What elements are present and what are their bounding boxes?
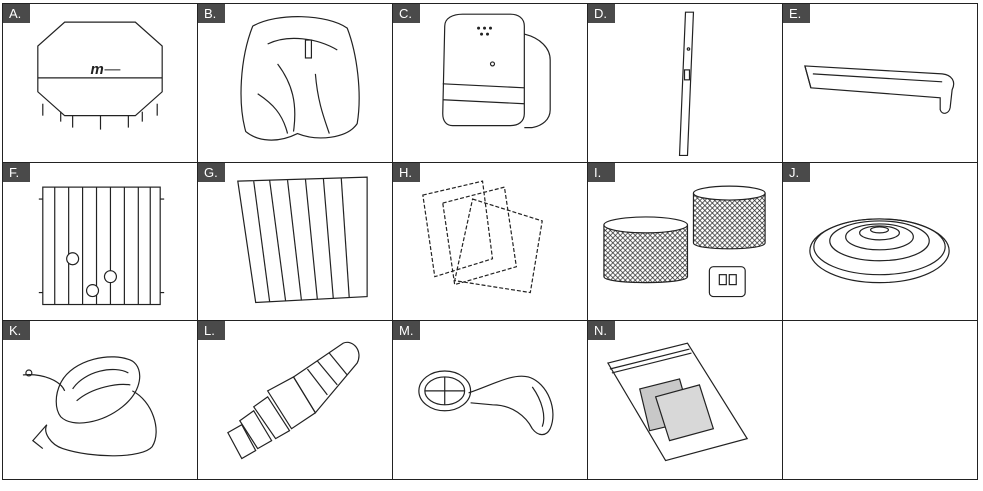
- part-label-h: H.: [393, 162, 420, 182]
- part-cell-n: N.: [588, 321, 783, 480]
- part-label-f: F.: [3, 162, 30, 182]
- part-label-g: G.: [198, 162, 225, 182]
- part-cell-d: D.: [588, 4, 783, 163]
- part-label-k: K.: [3, 321, 30, 341]
- part-label-l: L.: [198, 321, 225, 341]
- parts-grid: A. m B.: [2, 3, 978, 480]
- part-cell-h: H.: [393, 162, 588, 322]
- part-label-c: C.: [393, 4, 420, 23]
- part-cell-l: L.: [198, 321, 393, 480]
- part-cell-m: M.: [393, 321, 588, 480]
- filter-cartridges-icon: [603, 185, 766, 297]
- pool-cover-icon: m: [37, 21, 163, 130]
- part-label-b: B.: [198, 4, 225, 23]
- part-cell-a: A. m: [3, 4, 198, 163]
- hose-adapter-icon: [227, 342, 360, 460]
- storage-bag-icon: [240, 16, 360, 141]
- part-label-n: N.: [588, 321, 615, 341]
- part-cell-b: B.: [198, 4, 393, 163]
- part-cell-j: J.: [783, 162, 978, 322]
- repair-patch-bag-icon: [606, 342, 749, 462]
- part-label-i: I.: [588, 162, 615, 182]
- svg-text:m: m: [91, 61, 104, 78]
- pool-wall-panel-icon: [38, 186, 165, 305]
- support-pole-icon: [678, 11, 695, 157]
- insulation-panel-icon: [237, 176, 368, 303]
- part-cell-k: K.: [3, 321, 198, 480]
- part-cell-f: F.: [3, 162, 198, 322]
- skimmer-net-icon: [418, 370, 554, 436]
- ground-cloth-icon: [809, 218, 950, 283]
- part-cell-g: G.: [198, 162, 393, 322]
- pump-control-unit-icon: [442, 13, 551, 129]
- foot-pump-icon: [22, 356, 157, 457]
- part-label-e: E.: [783, 4, 810, 23]
- part-label-a: A.: [3, 4, 30, 23]
- part-cell-e: E.: [783, 4, 978, 163]
- part-label-d: D.: [588, 4, 615, 23]
- part-label-j: J.: [783, 162, 810, 182]
- floor-tiles-icon: [422, 180, 543, 293]
- empty-cell: [783, 321, 978, 480]
- part-cell-c: C.: [393, 4, 588, 163]
- part-label-m: M.: [393, 321, 421, 341]
- part-cell-i: I.: [588, 162, 783, 322]
- top-rail-icon: [804, 65, 955, 114]
